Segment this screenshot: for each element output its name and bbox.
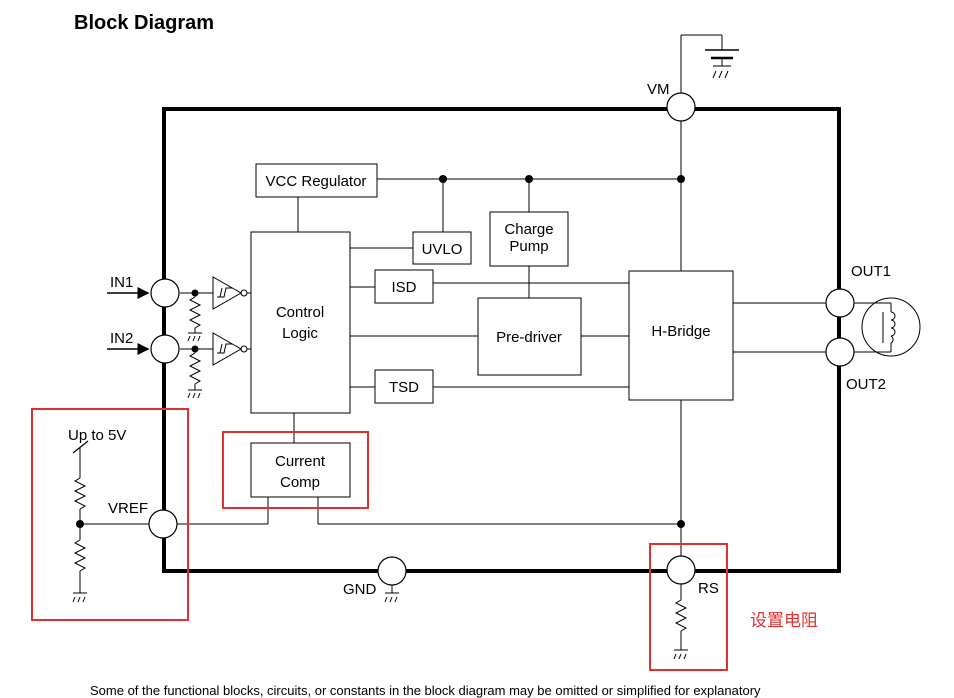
pin-out2 — [825, 337, 855, 367]
supply-note-label: Up to 5V — [68, 427, 126, 444]
pin-label-out1: OUT1 — [851, 263, 891, 280]
pin-label-out2: OUT2 — [846, 376, 886, 393]
schmitt-buffer-in1-icon — [212, 276, 248, 310]
pin-label-gnd: GND — [343, 581, 377, 598]
internal-wiring — [177, 121, 826, 556]
rs-note-label: 设置电阻 — [750, 611, 818, 630]
pin-label-vref: VREF — [108, 500, 148, 517]
junction-dots — [76, 175, 685, 528]
current-comp-block: Current Comp — [250, 442, 351, 498]
rs-resistor-circuit — [673, 584, 688, 660]
control-logic-block: Control Logic — [250, 231, 351, 414]
pre-driver-label: Pre-driver — [496, 329, 562, 346]
motor-coil-icon — [854, 297, 921, 357]
current-comp-label-line2: Comp — [280, 474, 320, 491]
h-bridge-block: H-Bridge — [628, 270, 734, 401]
control-logic-label-line2: Logic — [282, 325, 318, 342]
control-logic-label-line1: Control — [276, 304, 324, 321]
charge-pump-label-line2: Pump — [509, 238, 548, 255]
tsd-block: TSD — [374, 369, 434, 404]
highlight-current-comp — [222, 431, 369, 509]
pre-driver-block: Pre-driver — [477, 297, 582, 376]
vref-divider-circuit — [72, 440, 149, 603]
current-comp-label-line1: Current — [275, 453, 326, 470]
isd-label: ISD — [391, 279, 416, 296]
footnote: Some of the functional blocks, circuits,… — [90, 683, 761, 698]
pin-label-rs: RS — [698, 580, 719, 597]
pin-vref — [148, 509, 178, 539]
page-title: Block Diagram — [74, 12, 215, 34]
pin-label-vm: VM — [647, 81, 670, 98]
pin-out1 — [825, 288, 855, 318]
highlight-rs — [649, 543, 728, 671]
charge-pump-block: Charge Pump — [489, 211, 569, 267]
pin-rs — [666, 555, 696, 585]
input-arrows — [107, 287, 150, 355]
charge-pump-label-line1: Charge — [504, 221, 553, 238]
vcc-regulator-block: VCC Regulator — [255, 163, 378, 198]
pin-in1 — [150, 278, 180, 308]
vcc-regulator-label: VCC Regulator — [266, 173, 367, 190]
uvlo-block: UVLO — [412, 231, 472, 265]
pin-label-in2: IN2 — [110, 330, 133, 347]
uvlo-label: UVLO — [422, 241, 463, 258]
tsd-label: TSD — [389, 379, 419, 396]
pin-in2 — [150, 334, 180, 364]
highlight-vref — [31, 408, 189, 621]
isd-block: ISD — [374, 269, 434, 304]
vm-supply-battery-icon — [680, 34, 739, 94]
h-bridge-label: H-Bridge — [651, 323, 710, 340]
pin-vm — [666, 92, 696, 122]
schmitt-buffer-in2-icon — [212, 332, 248, 366]
pin-gnd — [377, 556, 407, 603]
highlight-boxes — [31, 408, 728, 671]
pin-label-in1: IN1 — [110, 274, 133, 291]
